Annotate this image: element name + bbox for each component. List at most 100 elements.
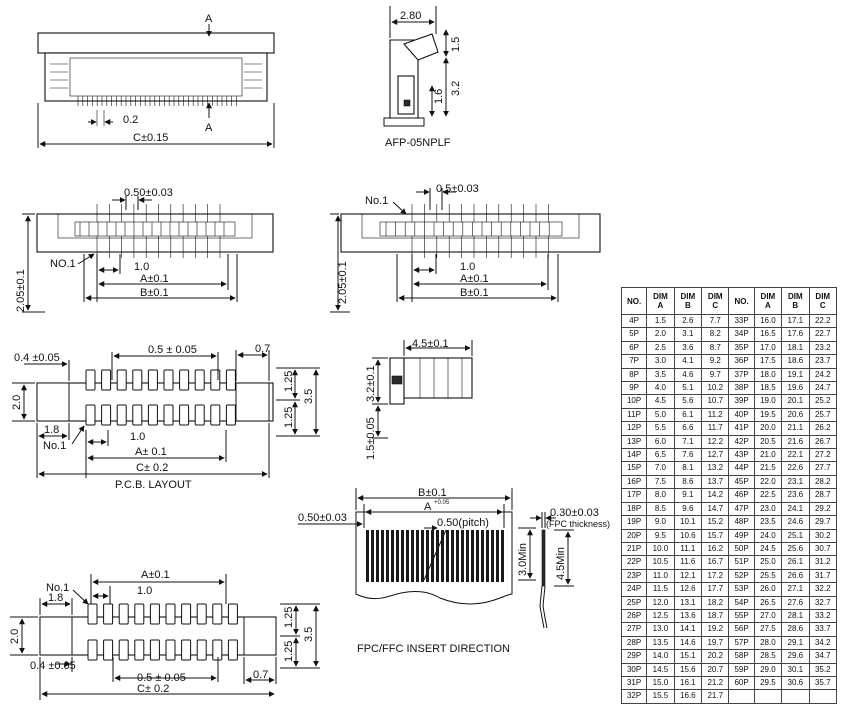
table-cell: 24.2 xyxy=(808,367,838,383)
pcb-pad xyxy=(116,369,127,391)
table-cell: 38P xyxy=(728,381,755,396)
table-cell: 14.5 xyxy=(646,662,675,677)
table-cell: 8P xyxy=(620,367,648,383)
label-d-35: 3.5 xyxy=(303,389,315,404)
table-cell: 32.2 xyxy=(808,582,838,597)
table-cell: 25P xyxy=(620,595,648,610)
fpc-conductor xyxy=(441,530,444,582)
table-cell: 5.6 xyxy=(673,394,703,409)
table-cell: 19.1 xyxy=(781,367,810,383)
table-cell: 24.7 xyxy=(808,381,838,396)
pcb-pad xyxy=(194,404,205,426)
label-d-45: 4.5±0.1 xyxy=(412,338,449,350)
insert-direction-title: FPC/FFC INSERT DIRECTION xyxy=(357,643,510,655)
pcb-pad xyxy=(212,639,223,661)
table-header-cell: NO. xyxy=(620,287,648,315)
table-cell: 4.5 xyxy=(646,394,675,409)
table-cell: 7.0 xyxy=(646,461,675,476)
table-cell: 19.7 xyxy=(701,635,730,651)
table-cell: 47P xyxy=(728,501,755,517)
label-pitch-text: 0.50(pitch) xyxy=(437,517,489,529)
pcb-pad xyxy=(85,369,96,391)
label-h-16: 1.6 xyxy=(433,89,445,104)
table-cell: 9.7 xyxy=(701,367,730,383)
pcb-pad xyxy=(134,639,145,661)
table-cell: 8.5 xyxy=(646,501,675,517)
fpc-conductor xyxy=(421,530,424,582)
table-cell: 6.6 xyxy=(673,421,703,436)
label-d-07b: 0.7 xyxy=(253,669,268,681)
table-cell: 25.5 xyxy=(753,568,783,584)
table-cell: 25.2 xyxy=(808,394,838,409)
table-cell: 10.7 xyxy=(701,394,730,409)
label-w-280: 2.80 xyxy=(400,10,421,22)
pcb-pad xyxy=(210,404,221,426)
table-cell: 40P xyxy=(728,407,755,423)
table-cell: 25.1 xyxy=(781,528,810,543)
table-cell: 15.5 xyxy=(646,689,675,704)
label-d-32: 3.2±0.1 xyxy=(365,365,377,402)
table-cell: 58P xyxy=(728,649,755,664)
table-cell: 29.2 xyxy=(808,501,838,517)
fpc-conductor xyxy=(451,530,454,582)
pcb-pad xyxy=(132,369,143,391)
pcb-layout-bottom-view: A±0.1 1.0 No.1 1.8 2.0 1.25 1.25 3.5 0.4… xyxy=(9,569,320,700)
table-cell: 23.5 xyxy=(753,515,783,530)
table-cell: 11.5 xyxy=(646,582,675,597)
table-cell: 30.7 xyxy=(808,541,838,557)
table-cell: 17.2 xyxy=(701,568,730,584)
pcb-pad xyxy=(227,603,238,625)
fpc-conductor xyxy=(436,530,439,582)
fpc-conductor xyxy=(446,530,449,582)
table-cell: 28.0 xyxy=(753,635,783,651)
table-cell: 19.5 xyxy=(753,407,783,423)
pcb-pad xyxy=(149,603,160,625)
table-cell: 44P xyxy=(728,461,755,476)
table-cell: 28.6 xyxy=(781,622,810,637)
table-cell: 6.1 xyxy=(673,407,703,423)
label-no1d: No.1 xyxy=(46,582,69,594)
part-number: AFP-05NPLF xyxy=(385,137,451,149)
fpc-conductor xyxy=(386,530,389,582)
label-d-10c: 1.0 xyxy=(130,431,145,443)
pcb-pad xyxy=(179,369,190,391)
pcb-pad xyxy=(118,603,129,625)
table-cell: 17.1 xyxy=(781,313,810,329)
pcb-pad xyxy=(181,603,192,625)
table-cell: 34.2 xyxy=(808,635,838,651)
table-cell: 20.5 xyxy=(753,434,783,450)
label-pitch-050-003: 0.50±0.03 xyxy=(124,187,173,199)
table-cell: 13.2 xyxy=(701,461,730,476)
table-cell: 26P xyxy=(620,608,648,624)
table-cell: 16P xyxy=(620,474,648,490)
label-d-04-005b: 0.4 ±0.05 xyxy=(30,660,76,672)
table-cell: 1.5 xyxy=(646,313,675,329)
table-cell: 21.1 xyxy=(781,421,810,436)
header-sub: C xyxy=(819,301,826,310)
fpc-conductor xyxy=(491,530,494,582)
label-a-tol-sup: +0.05 xyxy=(434,500,450,506)
header-top: DIM xyxy=(787,292,803,301)
table-cell: 33.2 xyxy=(808,608,838,624)
table-cell: 7P xyxy=(620,354,648,369)
table-cell: 29.5 xyxy=(753,675,783,691)
table-cell: 16.1 xyxy=(673,675,703,691)
fpc-conductor xyxy=(411,530,414,582)
table-cell: 34.7 xyxy=(808,649,838,664)
table-cell: 8.0 xyxy=(646,488,675,503)
label-pitch-02: 0.2 xyxy=(123,114,138,126)
pcb-pad xyxy=(165,639,176,661)
table-cell: 15P xyxy=(620,461,648,476)
table-cell: 48P xyxy=(728,515,755,530)
table-cell: 5.1 xyxy=(673,381,703,396)
table-cell: 21.7 xyxy=(701,689,730,704)
